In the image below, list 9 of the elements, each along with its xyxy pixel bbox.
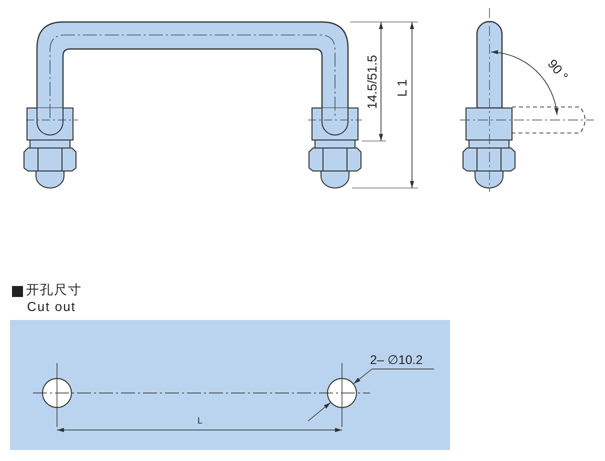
callout-text: 2– ∅10.2 [370,353,423,368]
dimension-label: L [198,416,202,426]
leader-line [353,368,372,384]
hole [327,378,357,408]
dimension-label: 14.5/51.5 [366,54,378,110]
dimension-label: L 1 [396,79,408,97]
section-heading: 开孔尺寸 [26,282,82,298]
section-subheading: Cut out [27,299,76,315]
hole [42,378,72,408]
